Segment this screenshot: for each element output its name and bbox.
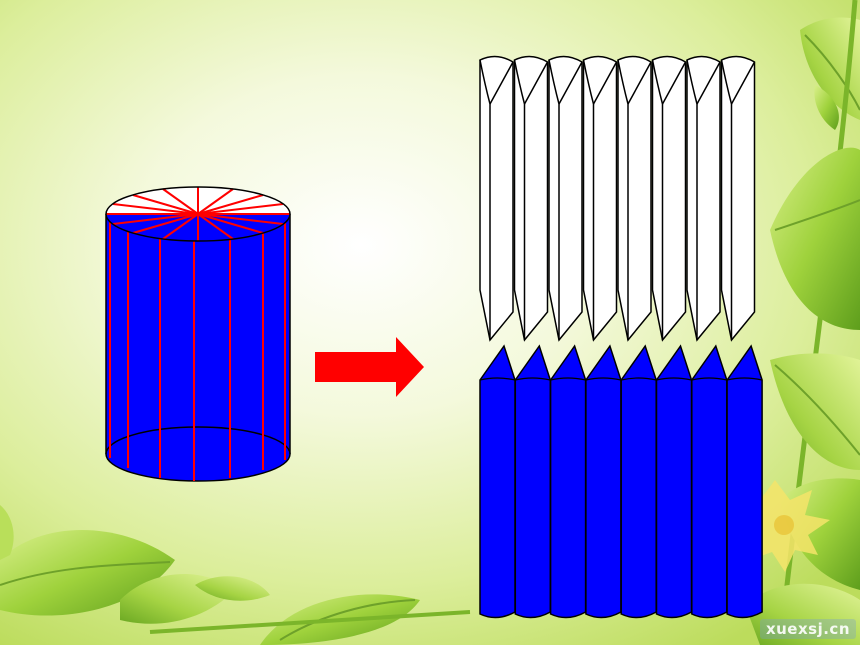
leaf-right-corner [745,583,860,645]
leaf-right-mid [770,147,860,330]
white-piece [617,55,652,342]
leaf-left-edge [0,505,14,560]
watermark-text: xuexsj.cn [759,619,856,639]
blue-piece [691,344,728,619]
blue-piece [549,344,587,619]
cylinder-body [106,214,290,454]
leaf-top-right-small [814,85,839,130]
white-piece [548,55,583,342]
cylinder-diagram [105,186,291,482]
white-top-pieces [479,55,756,342]
transform-arrow [315,337,424,397]
white-piece [651,55,687,342]
cylinder-top-radial-cuts [106,187,290,241]
white-piece [479,55,514,342]
stem-bottom [149,610,471,634]
white-piece [513,55,549,342]
cylinder-top-outline [105,186,291,242]
leaf-bottom-mid [195,576,270,601]
blue-piece [726,344,763,619]
blue-piece [655,344,693,619]
cylinder-vertical-cut-lines [109,222,286,481]
blue-piece [514,344,552,619]
white-piece [720,55,756,342]
white-piece [686,55,721,342]
blue-piece [620,344,657,619]
blue-piece [585,344,622,619]
blue-bottom-pieces [479,344,763,619]
leaf-right-lower [770,353,860,470]
blue-piece [479,344,516,619]
white-piece [582,55,618,342]
